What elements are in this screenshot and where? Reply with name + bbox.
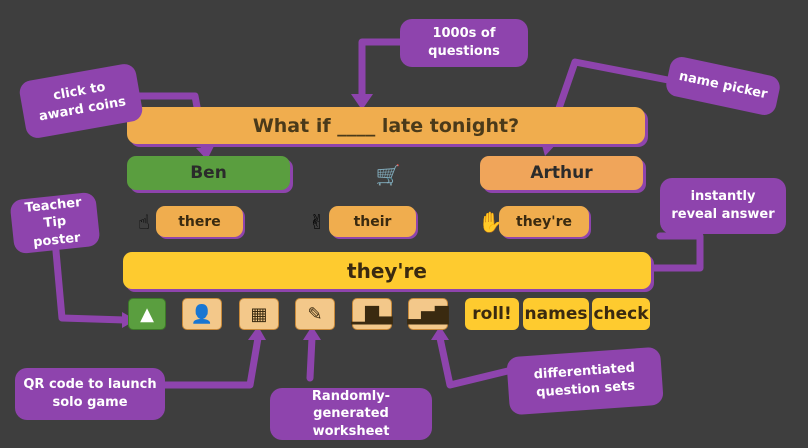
three-finger-hand-icon: ✋	[478, 210, 503, 234]
option-3-button[interactable]: they're	[499, 206, 589, 237]
callout-coins-text: click to award coins	[37, 80, 128, 125]
option-3-label: they're	[516, 213, 572, 230]
callout-questions-text: 1000s of questions	[428, 26, 500, 59]
callout-qr: QR code to launch solo game	[15, 368, 165, 420]
option-2-label: their	[353, 213, 392, 230]
qr-code-icon: ▦	[250, 303, 268, 325]
player-right-button[interactable]: Arthur	[480, 156, 643, 190]
question-text: What if ____ late tonight?	[252, 114, 520, 137]
teacher-tip-icon: ▲	[140, 303, 154, 325]
presenter-icon: 👤	[190, 303, 214, 325]
callout-qr-text: QR code to launch solo game	[23, 377, 157, 410]
option-1-button[interactable]: there	[156, 206, 243, 237]
callout-picker-text: name picker	[677, 69, 769, 103]
callout-worksheet-text: Randomly-generated worksheet	[311, 388, 391, 439]
player-right-name: Arthur	[530, 163, 593, 183]
worksheet-icon: ✎	[307, 303, 323, 325]
worksheet-button[interactable]: ✎	[295, 298, 335, 330]
check-label: check	[593, 304, 649, 324]
player-left-name: Ben	[190, 163, 227, 183]
option-1-label: there	[178, 213, 221, 230]
podium-icon: ▁▇▃	[351, 303, 393, 325]
player-left-button[interactable]: Ben	[127, 156, 290, 190]
level-button[interactable]: ▂▅▇	[407, 298, 449, 330]
question-bar: What if ____ late tonight?	[127, 107, 645, 144]
callout-worksheet: Randomly-generated worksheet	[270, 388, 432, 440]
podium-button[interactable]: ▁▇▃	[351, 298, 393, 330]
poster-button[interactable]: 👤	[182, 298, 222, 330]
answer-bar[interactable]: they're	[123, 252, 651, 289]
callout-tip: Teacher Tip poster	[9, 191, 101, 255]
names-button[interactable]: names	[523, 298, 589, 330]
callout-questions: 1000s of questions	[400, 19, 528, 67]
callout-reveal-text: instantly reveal answer	[671, 189, 775, 222]
qr-button[interactable]: ▦	[239, 298, 279, 330]
roll-button[interactable]: roll!	[465, 298, 519, 330]
callout-tip-text: Teacher Tip poster	[24, 194, 83, 251]
cart-coin-icon: 🛒	[375, 163, 401, 187]
answer-text: they're	[347, 258, 427, 283]
names-label: names	[524, 304, 588, 324]
two-finger-hand-icon: ✌	[308, 210, 326, 234]
check-button[interactable]: check	[592, 298, 650, 330]
level-bars-icon: ▂▅▇	[407, 303, 449, 325]
callout-levels: differentiated question sets	[506, 346, 664, 416]
option-2-button[interactable]: their	[329, 206, 416, 237]
teacher-tip-button[interactable]: ▲	[128, 298, 166, 330]
roll-label: roll!	[472, 304, 512, 324]
callout-levels-text: differentiated question sets	[533, 360, 636, 401]
one-finger-hand-icon: ☝	[137, 210, 151, 234]
callout-reveal: instantly reveal answer	[660, 178, 786, 234]
